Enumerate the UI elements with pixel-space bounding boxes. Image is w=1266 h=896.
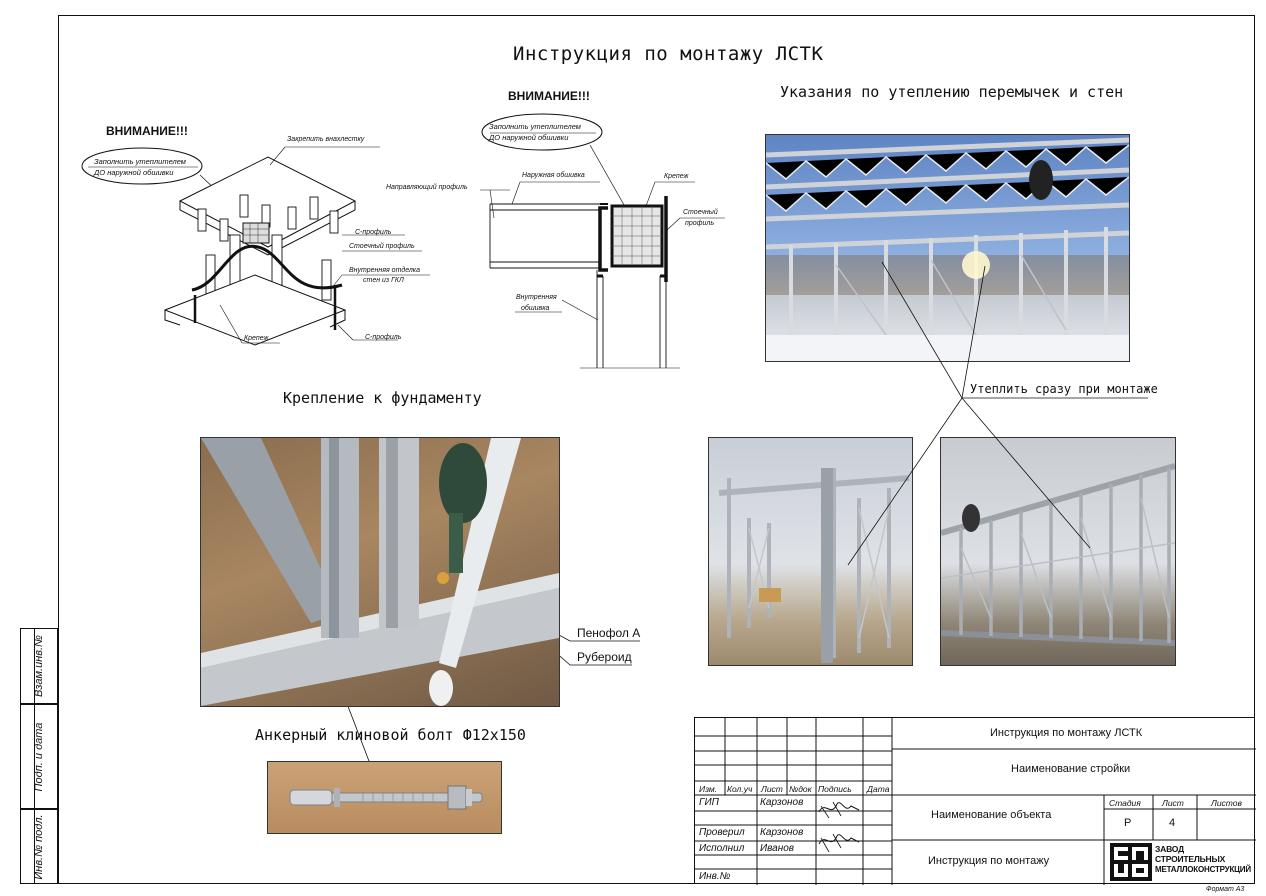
- photo-roof-frame: [765, 134, 1130, 362]
- tb-row-role-1: Проверил: [699, 827, 745, 838]
- photo-anchor-bolt: [267, 761, 502, 834]
- label-penofol: Пенофол А: [577, 626, 641, 640]
- title-block: Изм. Кол.уч Лист №док Подпись Дата ГИП К…: [694, 717, 1256, 885]
- tb-col-kol: Кол.уч: [727, 784, 753, 794]
- tb-row-role-2: Исполнил: [699, 843, 745, 854]
- photo-wall-frame-b: [940, 437, 1176, 666]
- signature-marks: [818, 801, 860, 853]
- logo-line1: ЗАВОД: [1155, 844, 1184, 854]
- tb-col-ndok: №док: [789, 784, 812, 794]
- foundation-title: Крепление к фундаменту: [283, 389, 482, 407]
- attention-left: ВНИМАНИЕ!!!: [106, 124, 188, 138]
- side-stamp-vzam: Взам.инв.№: [20, 628, 58, 704]
- isometric-corner-diagram: [81, 146, 430, 346]
- label-napravl: Направляющий профиль: [386, 184, 468, 191]
- tb-sheet-header: Лист: [1162, 798, 1184, 808]
- tb-row-name-1: Карзонов: [760, 827, 804, 838]
- bubble-right-line1: Заполнить утеплителем: [489, 122, 581, 131]
- tb-row-name-2: Иванов: [760, 843, 794, 854]
- tb-col-izm: Изм.: [699, 784, 718, 794]
- label-vnutr-left-1: Внутренняя отделка: [349, 267, 421, 274]
- tb-col-data: Дата: [867, 784, 890, 794]
- insulation-title: Указания по утеплению перемычек и стен: [780, 83, 1124, 101]
- tb-col-list: Лист: [761, 784, 783, 794]
- tb-row-name-0: Карзонов: [760, 797, 804, 808]
- tb-stage-header: Стадия: [1109, 798, 1141, 808]
- tb-object-name: Наименование объекта: [931, 809, 1052, 821]
- label-zakrepit: Закрепить внахлестку: [287, 136, 365, 143]
- label-krepezh-left: Крепеж: [244, 335, 269, 342]
- insulation-callout: Утеплить сразу при монтаже: [970, 382, 1158, 396]
- tb-col-podpis: Подпись: [818, 784, 852, 794]
- tb-doc-title: Инструкция по монтажу ЛСТК: [990, 727, 1143, 739]
- attention-right: ВНИМАНИЕ!!!: [508, 89, 590, 103]
- drawing-frame: [58, 15, 1255, 884]
- format-label: Формат А3: [1206, 886, 1245, 893]
- label-vnutr-right-1: Внутренняя: [516, 294, 557, 301]
- tb-stage-value: Р: [1124, 817, 1132, 829]
- label-c-profile-bottom: С-профиль: [365, 334, 402, 341]
- label-ruberoid: Рубероид: [577, 650, 632, 664]
- factory-logo-icon: [1110, 843, 1152, 881]
- tb-row-role-3: Инв.№: [699, 871, 731, 882]
- label-krepezh-right: Крепеж: [664, 173, 689, 180]
- tb-sheets-header: Листов: [1211, 798, 1242, 808]
- label-vnutr-right-2: обшивка: [521, 305, 550, 312]
- side-stamp-strip: [24, 628, 35, 884]
- tb-row-role-0: ГИП: [699, 797, 719, 808]
- bubble-right-line2: ДО наружной обшивки: [489, 133, 569, 142]
- logo-line2: СТРОИТЕЛЬНЫХ: [1155, 854, 1226, 864]
- label-c-profile-top: С-профиль: [355, 229, 392, 236]
- label-vnutr-left-2: стен из ГКЛ: [363, 277, 404, 284]
- logo-line3: МЕТАЛЛОКОНСТРУКЦИЙ: [1155, 865, 1251, 874]
- tb-building-name: Наименование стройки: [1011, 763, 1131, 775]
- tb-sheet-name: Инструкция по монтажу: [928, 855, 1050, 867]
- label-naruzh: Наружная обшивка: [522, 172, 585, 179]
- label-stoechny-left: Стоечный профиль: [349, 243, 415, 250]
- label-stoechny-right-2: профиль: [685, 220, 715, 227]
- anchor-title: Анкерный клиновой болт Ф12х150: [255, 726, 526, 744]
- bubble-left-line1: Заполнить утеплителем: [94, 157, 186, 166]
- tb-sheet-value: 4: [1169, 817, 1176, 829]
- section-diagram: [480, 113, 725, 369]
- photo-foundation: [200, 437, 560, 707]
- page-title: Инструкция по монтажу ЛСТК: [513, 43, 824, 65]
- side-stamp-podp: Подп. и дата: [20, 704, 58, 809]
- bubble-left-line2: ДО наружной обшивки: [94, 168, 174, 177]
- label-stoechny-right-1: Стоечный: [683, 209, 718, 216]
- photo-wall-frame-a: [708, 437, 913, 666]
- side-stamp-inv: Инв.№ подл.: [20, 809, 58, 884]
